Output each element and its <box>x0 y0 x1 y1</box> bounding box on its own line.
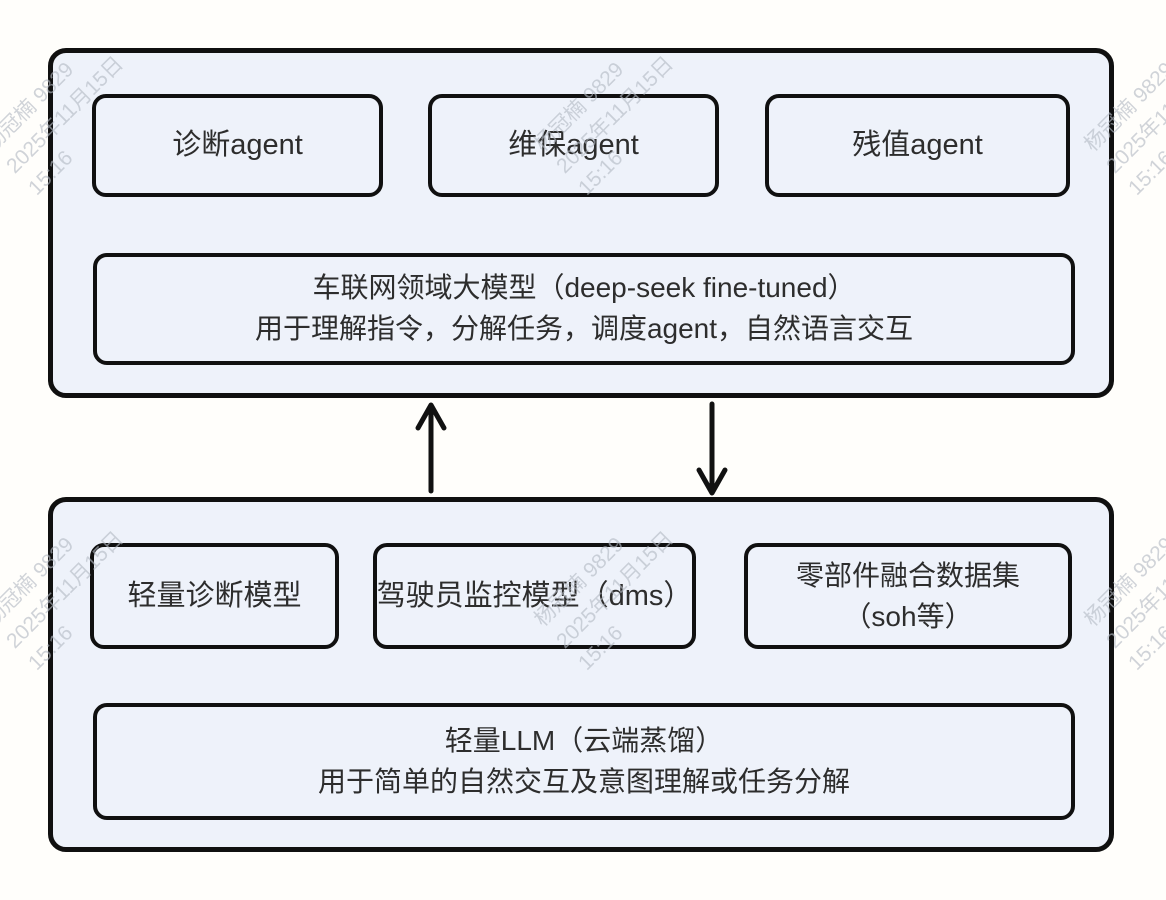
lite-diagnosis-model-box: 轻量诊断模型 <box>90 543 339 649</box>
domain-llm-title: 车联网领域大模型（deep-seek fine-tuned） <box>312 272 856 304</box>
maintenance-agent-label: 维保agent <box>508 129 639 162</box>
domain-llm-description: 用于理解指令，分解任务，调度agent，自然语言交互 <box>254 313 914 344</box>
parts-fusion-dataset-line1: 零部件融合数据集 <box>795 559 1020 591</box>
diagnosis-agent-label: 诊断agent <box>172 129 303 162</box>
residual-value-agent-label: 残值agent <box>852 129 983 162</box>
parts-fusion-dataset-line2: （soh等） <box>843 601 973 632</box>
maintenance-agent-box: 维保agent <box>428 94 719 197</box>
residual-value-agent-box: 残值agent <box>765 94 1070 197</box>
driver-monitoring-model-box: 驾驶员监控模型（dms） <box>373 543 696 649</box>
diagnosis-agent-box: 诊断agent <box>92 94 383 197</box>
driver-monitoring-model-label: 驾驶员监控模型（dms） <box>376 579 693 612</box>
lite-llm-box: 轻量LLM（云端蒸馏） 用于简单的自然交互及意图理解或任务分解 <box>93 703 1075 820</box>
arrow-down-icon <box>696 401 728 496</box>
lite-diagnosis-model-label: 轻量诊断模型 <box>127 579 302 612</box>
parts-fusion-dataset-box: 零部件融合数据集 （soh等） <box>744 543 1072 649</box>
domain-llm-box: 车联网领域大模型（deep-seek fine-tuned） 用于理解指令，分解… <box>93 253 1075 365</box>
lite-llm-description: 用于简单的自然交互及意图理解或任务分解 <box>317 765 850 797</box>
arrow-up-icon <box>415 402 447 494</box>
lite-llm-title: 轻量LLM（云端蒸馏） <box>444 724 724 756</box>
